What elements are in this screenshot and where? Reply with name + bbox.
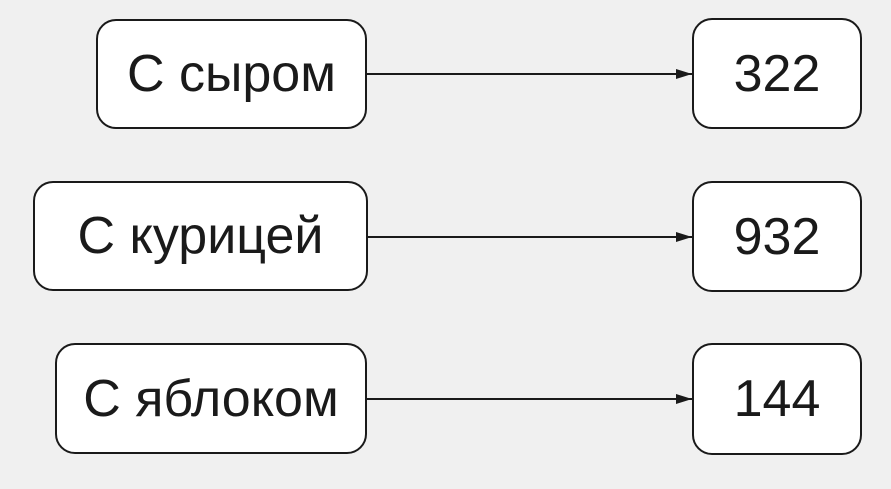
arrowhead-icon [676, 68, 692, 79]
arrowhead-icon [676, 231, 692, 242]
arrow [366, 231, 692, 242]
label-node[interactable]: С сыром [96, 19, 367, 129]
value-node-text: 322 [733, 44, 821, 103]
label-node-text: С курицей [77, 207, 324, 265]
value-node[interactable]: 322 [692, 18, 862, 129]
value-node[interactable]: 144 [692, 343, 862, 455]
label-node-text: С яблоком [83, 369, 339, 428]
arrowhead-icon [676, 393, 692, 404]
value-node-text: 932 [733, 207, 821, 266]
label-node[interactable]: С яблоком [55, 343, 367, 454]
arrow [365, 393, 692, 404]
label-node[interactable]: С курицей [33, 181, 368, 291]
value-node-text: 144 [733, 370, 821, 428]
value-node[interactable]: 932 [692, 181, 862, 292]
label-node-text: С сыром [127, 45, 336, 103]
arrow [365, 68, 692, 79]
